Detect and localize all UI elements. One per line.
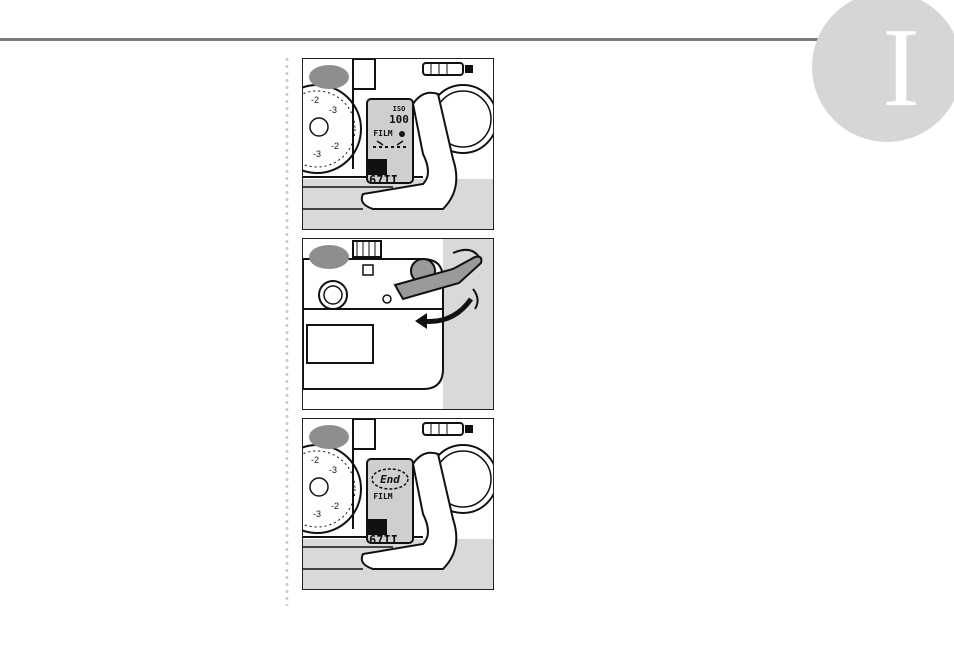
illustration-step-1: -2 -3 -2 -3 ISO 100 FILM 67II (302, 58, 494, 230)
step-marker (309, 65, 349, 89)
svg-text:-3: -3 (313, 509, 321, 519)
svg-text:-2: -2 (331, 501, 339, 511)
svg-text:-2: -2 (311, 455, 319, 465)
model-label: 67II (369, 173, 398, 187)
illustration-step-2 (302, 238, 494, 410)
illustration-step-3: -2 -3 -2 -3 End FILM 67II (302, 418, 494, 590)
lcd-iso-value: 100 (389, 113, 409, 126)
lcd-film-label: FILM (373, 492, 392, 501)
svg-text:-3: -3 (329, 105, 337, 115)
svg-text:-3: -3 (313, 149, 321, 159)
lcd-end-text: End (380, 473, 400, 486)
step-marker (309, 425, 349, 449)
svg-text:-2: -2 (311, 95, 319, 105)
model-label: 67II (369, 533, 398, 547)
svg-text:-2: -2 (331, 141, 339, 151)
step-marker (309, 245, 349, 269)
dotted-margin-line (284, 56, 290, 606)
header-rule (0, 38, 864, 41)
lcd-film-label: FILM (373, 129, 392, 138)
svg-text:-3: -3 (329, 465, 337, 475)
section-letter: I (866, 0, 936, 138)
lcd-iso-label: ISO (393, 105, 406, 113)
